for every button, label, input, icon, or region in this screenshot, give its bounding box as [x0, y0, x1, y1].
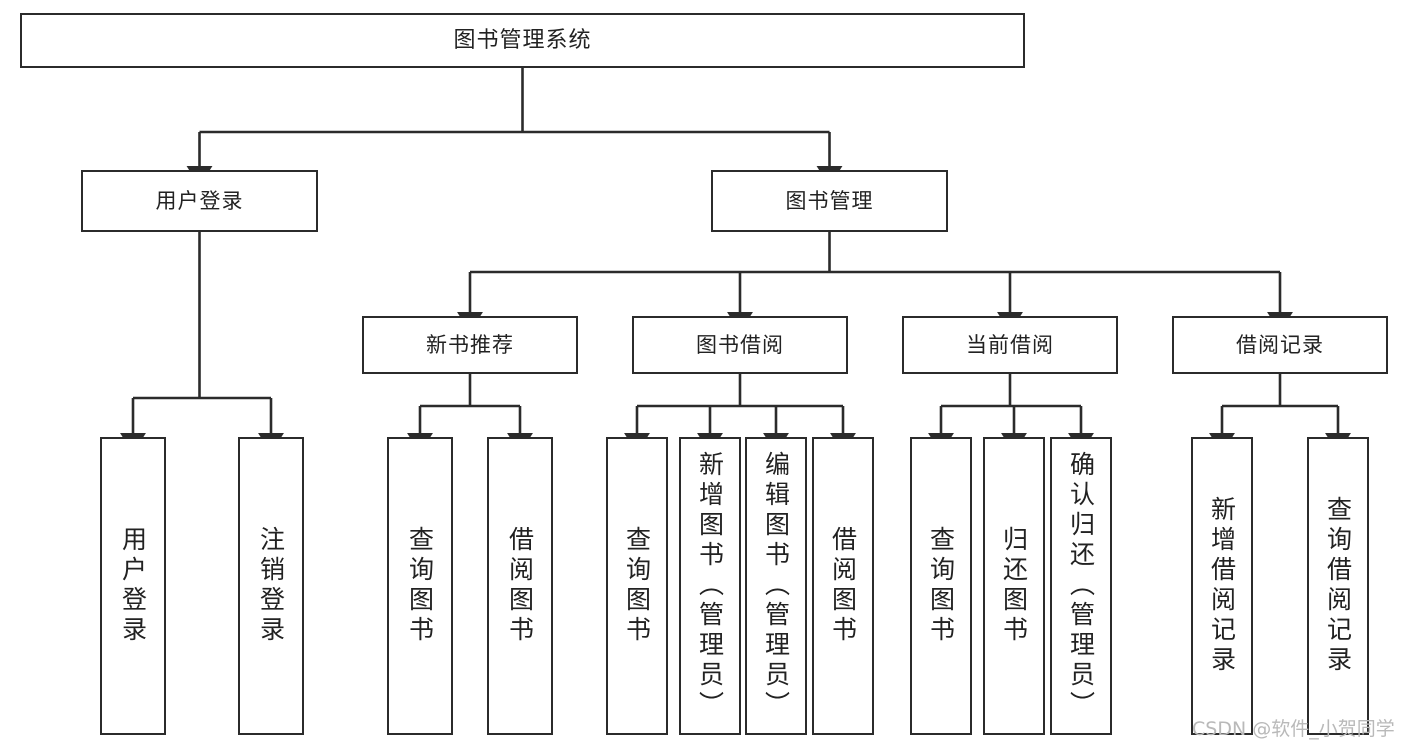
node-leaf-bb-query[interactable]: 查询图书 — [606, 437, 668, 735]
node-label: 查询图书 — [622, 526, 652, 646]
node-label: 编辑图书（管理员） — [761, 451, 791, 721]
node-label: 用户登录 — [155, 188, 244, 213]
node-leaf-br-add[interactable]: 新增借阅记录 — [1191, 437, 1253, 735]
node-leaf-user-login[interactable]: 用户登录 — [100, 437, 166, 735]
node-leaf-bb-borrow[interactable]: 借阅图书 — [812, 437, 874, 735]
node-label: 新书推荐 — [426, 332, 514, 357]
node-label: 借阅图书 — [828, 526, 858, 646]
node-label: 用户登录 — [118, 526, 148, 646]
node-borrow-record[interactable]: 借阅记录 — [1172, 316, 1388, 374]
watermark: CSDN @软件_小贺同学 — [1192, 718, 1395, 740]
node-new-book-rec[interactable]: 新书推荐 — [362, 316, 578, 374]
node-leaf-bb-edit[interactable]: 编辑图书（管理员） — [745, 437, 807, 735]
node-leaf-cb-return[interactable]: 归还图书 — [983, 437, 1045, 735]
node-label: 归还图书 — [999, 526, 1029, 646]
node-root[interactable]: 图书管理系统 — [20, 13, 1025, 68]
node-leaf-user-logout[interactable]: 注销登录 — [238, 437, 304, 735]
node-leaf-cb-query[interactable]: 查询图书 — [910, 437, 972, 735]
node-label: 查询图书 — [926, 526, 956, 646]
node-label: 查询图书 — [405, 526, 435, 646]
node-label: 新增借阅记录 — [1207, 496, 1237, 676]
node-label: 图书管理 — [785, 188, 874, 213]
node-label: 借阅记录 — [1236, 332, 1324, 357]
node-label: 查询借阅记录 — [1323, 496, 1353, 676]
node-leaf-br-query[interactable]: 查询借阅记录 — [1307, 437, 1369, 735]
node-leaf-rec-borrow[interactable]: 借阅图书 — [487, 437, 553, 735]
node-label: 确认归还（管理员） — [1066, 451, 1096, 721]
node-current-borrow[interactable]: 当前借阅 — [902, 316, 1118, 374]
node-label: 图书管理系统 — [453, 27, 592, 53]
node-leaf-rec-query[interactable]: 查询图书 — [387, 437, 453, 735]
node-label: 注销登录 — [256, 526, 286, 646]
node-leaf-cb-confirm[interactable]: 确认归还（管理员） — [1050, 437, 1112, 735]
node-label: 新增图书（管理员） — [695, 451, 725, 721]
edge-layer — [120, 68, 1351, 454]
node-label: 当前借阅 — [966, 332, 1054, 357]
node-user-login[interactable]: 用户登录 — [81, 170, 318, 232]
node-book-manage[interactable]: 图书管理 — [711, 170, 948, 232]
node-book-borrow[interactable]: 图书借阅 — [632, 316, 848, 374]
node-label: 图书借阅 — [696, 332, 784, 357]
node-label: 借阅图书 — [505, 526, 535, 646]
node-leaf-bb-add[interactable]: 新增图书（管理员） — [679, 437, 741, 735]
